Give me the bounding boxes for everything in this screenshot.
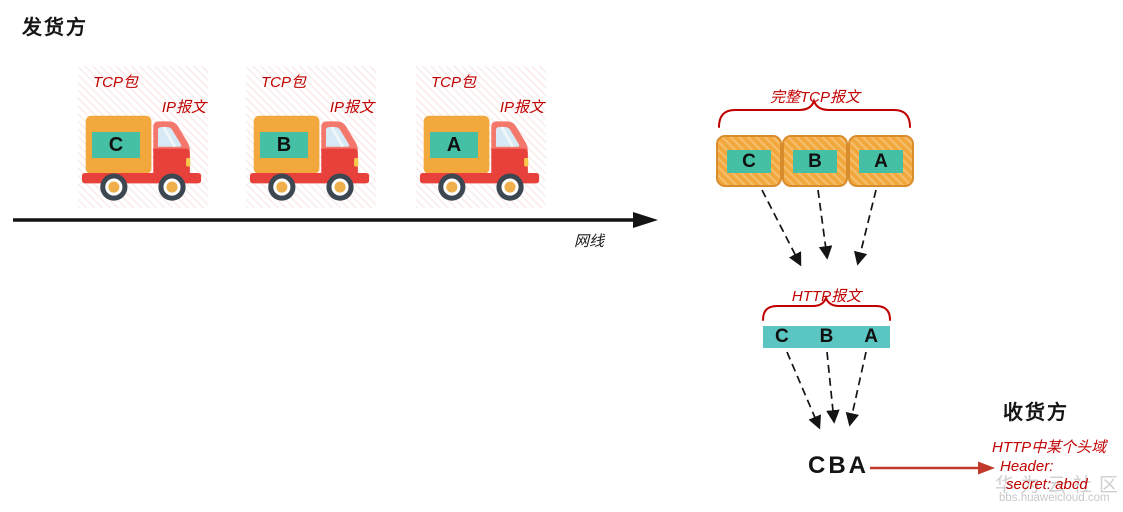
segment-letter: C [727, 149, 771, 173]
tcp-packet-label: TCP包 [261, 74, 307, 91]
truck-b: TCP包 IP报文 B [246, 66, 376, 208]
sender-title: 发货方 [22, 17, 88, 39]
segment-letter: A [859, 149, 903, 173]
http-message-label: HTTP报文 [791, 288, 862, 305]
truck-icon [419, 115, 540, 201]
truck-a: TCP包 IP报文 A [416, 66, 546, 208]
header-note-line2: Header: [1000, 458, 1054, 475]
truck-icon [81, 115, 202, 201]
cba-to-header-arrow [870, 461, 995, 475]
ip-packet-label: IP报文 [161, 99, 206, 116]
tcp-packet-label: TCP包 [431, 74, 477, 91]
header-note-line1: HTTP中某个头域 [992, 439, 1107, 456]
watermark-text: 华为云社区 [995, 475, 1123, 496]
network-line-arrow [13, 212, 658, 228]
http-message-bar: C B A [763, 326, 890, 348]
network-cable-label: 网线 [574, 233, 605, 250]
segment-letter: B [793, 149, 837, 173]
bar-letter: A [864, 326, 878, 347]
tcp-segment-box-a: A [848, 135, 914, 187]
header-note-line3: secret: abcd [1006, 476, 1088, 493]
ip-packet-label: IP报文 [329, 99, 374, 116]
ip-packet-label: IP报文 [499, 99, 544, 116]
tcp-to-http-arrows [761, 189, 877, 267]
watermark-url: bbs.huaweicloud.com [999, 492, 1110, 504]
bar-letter: C [775, 326, 789, 347]
truck-c: TCP包 IP报文 C [78, 66, 208, 208]
bar-letter: B [819, 326, 834, 347]
tcp-packet-label: TCP包 [93, 74, 139, 91]
tcp-segment-box-b: B [782, 135, 848, 187]
truck-icon [249, 115, 370, 201]
cargo-letter: C [92, 132, 140, 158]
tcp-segment-box-c: C [716, 135, 782, 187]
receiver-title: 收货方 [1003, 402, 1069, 424]
tcp-message-label: 完整TCP报文 [769, 89, 860, 106]
http-to-cba-arrows [786, 351, 867, 430]
cargo-letter: A [430, 132, 478, 158]
cargo-letter: B [260, 132, 308, 158]
assembled-text: CBA [808, 452, 869, 479]
